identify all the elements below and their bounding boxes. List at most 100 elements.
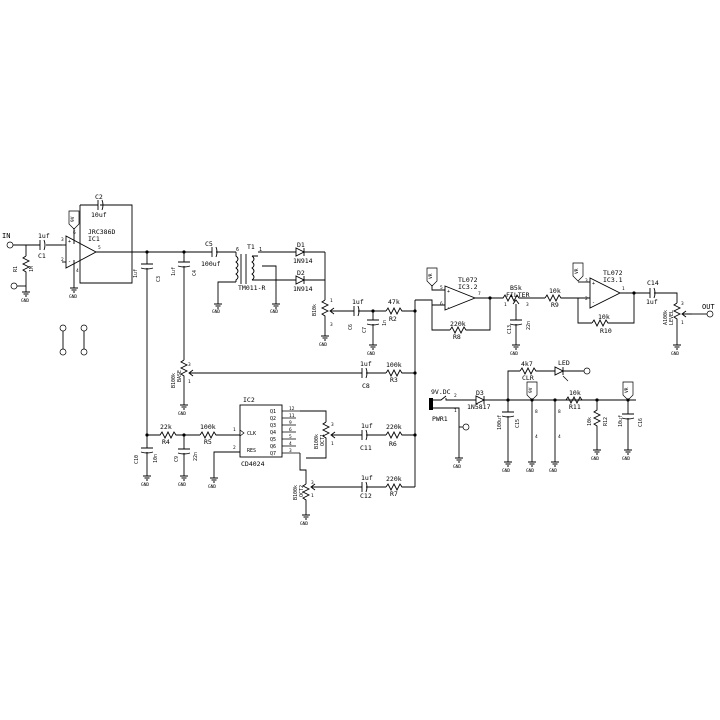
level-potentiometer[interactable]: A100k LEVEL 3 1 GND bbox=[663, 301, 692, 357]
svg-text:6: 6 bbox=[73, 230, 76, 236]
ground-t1-ct: GND bbox=[270, 303, 280, 315]
oct2-potentiometer[interactable]: B100k OCT2 3 1 GND bbox=[293, 480, 322, 527]
ground-ic2-supply: GND bbox=[549, 461, 559, 474]
ground-level: GND bbox=[671, 344, 681, 357]
power-tag-ic1: 9V bbox=[68, 210, 80, 230]
svg-text:GND: GND bbox=[141, 482, 149, 488]
svg-text:1N5817: 1N5817 bbox=[467, 403, 491, 411]
ic1-amplifier: + - 3 2 5 6 4 JRC386D IC1 GND 9V C2 10uf bbox=[61, 193, 200, 300]
svg-text:3: 3 bbox=[61, 237, 64, 243]
resistor-r8 bbox=[449, 297, 491, 335]
svg-text:IC3.1: IC3.1 bbox=[603, 276, 623, 284]
diode-d2: D2 1N914 bbox=[292, 269, 325, 293]
svg-text:R11: R11 bbox=[569, 403, 581, 411]
potentiometer-b10k[interactable]: B10k 1 3 GND bbox=[312, 298, 340, 348]
svg-text:GND: GND bbox=[212, 309, 220, 315]
svg-text:IC3.2: IC3.2 bbox=[458, 283, 478, 291]
svg-text:C10: C10 bbox=[134, 455, 140, 464]
svg-text:4: 4 bbox=[535, 434, 538, 440]
svg-text:7: 7 bbox=[478, 291, 481, 297]
svg-text:220k: 220k bbox=[450, 320, 466, 328]
svg-text:10k: 10k bbox=[549, 287, 561, 295]
svg-text:10n: 10n bbox=[153, 454, 159, 463]
svg-text:Q5: Q5 bbox=[270, 437, 276, 443]
svg-text:BASE: BASE bbox=[177, 370, 183, 382]
svg-text:D2: D2 bbox=[297, 269, 305, 277]
svg-text:22n: 22n bbox=[193, 452, 199, 461]
svg-text:GND: GND bbox=[300, 521, 308, 527]
svg-text:9V: 9V bbox=[528, 387, 534, 393]
svg-text:R8: R8 bbox=[453, 333, 461, 341]
svg-text:1: 1 bbox=[504, 302, 507, 308]
capacitor-c5: C5 100uf bbox=[200, 240, 236, 268]
resistor-r12: 10k R12 GND bbox=[587, 400, 609, 462]
ic2-counter: IC2 CD4024 CLK RES Q1 Q2 Q3 Q4 Q5 Q6 Q7 … bbox=[233, 396, 327, 484]
vr-tag-ic3-2: VR bbox=[426, 267, 438, 287]
svg-text:1N914: 1N914 bbox=[293, 257, 313, 265]
svg-text:+: + bbox=[592, 281, 595, 287]
svg-text:1n: 1n bbox=[382, 320, 388, 326]
svg-text:GND: GND bbox=[21, 298, 29, 304]
svg-text:C14: C14 bbox=[647, 279, 659, 287]
svg-text:3: 3 bbox=[585, 278, 588, 284]
svg-text:R4: R4 bbox=[162, 438, 170, 446]
svg-text:-: - bbox=[447, 305, 450, 311]
oct1-potentiometer[interactable]: B100k OCT1 3 1 bbox=[306, 421, 342, 459]
svg-text:1: 1 bbox=[681, 320, 684, 326]
svg-text:FILTER: FILTER bbox=[506, 291, 530, 299]
svg-text:C1: C1 bbox=[38, 252, 46, 260]
svg-text:5: 5 bbox=[289, 434, 292, 440]
capacitor-c10: C10 10n GND bbox=[134, 445, 159, 488]
svg-text:R1: R1 bbox=[13, 266, 19, 272]
svg-text:9V: 9V bbox=[70, 216, 76, 222]
svg-text:5: 5 bbox=[440, 285, 443, 291]
svg-text:C4: C4 bbox=[192, 270, 198, 276]
resistor-r10 bbox=[591, 292, 635, 328]
ground-power: GND bbox=[453, 457, 463, 470]
svg-text:2: 2 bbox=[585, 296, 588, 302]
input-jack[interactable] bbox=[6, 241, 14, 249]
power-jack[interactable]: 9V.DC PWR1 2 1 bbox=[429, 388, 457, 423]
ground-r1: GND bbox=[21, 284, 30, 304]
svg-text:GND: GND bbox=[178, 411, 186, 417]
input-stage: IN 1uf C1 R1 1M GND bbox=[2, 232, 62, 304]
svg-text:A100k: A100k bbox=[663, 310, 669, 325]
svg-text:GND: GND bbox=[591, 456, 599, 462]
svg-text:Q2: Q2 bbox=[270, 416, 276, 422]
svg-text:1uf: 1uf bbox=[38, 232, 50, 240]
svg-text:GND: GND bbox=[622, 456, 630, 462]
svg-text:C8: C8 bbox=[362, 382, 370, 390]
svg-text:C12: C12 bbox=[360, 492, 372, 500]
svg-text:220k: 220k bbox=[386, 423, 402, 431]
svg-text:Q7: Q7 bbox=[270, 451, 276, 457]
svg-text:VR: VR bbox=[624, 387, 630, 393]
resistor-r6: 220k R6 bbox=[385, 423, 415, 448]
filter-potentiometer[interactable]: B5k FILTER 1 3 bbox=[488, 284, 545, 316]
svg-text:+: + bbox=[447, 289, 450, 295]
ground-ic2-res: GND bbox=[208, 477, 218, 490]
svg-text:C5: C5 bbox=[205, 240, 213, 248]
svg-text:Q6: Q6 bbox=[270, 444, 276, 450]
svg-text:D3: D3 bbox=[476, 389, 484, 397]
svg-text:8: 8 bbox=[535, 409, 538, 415]
ground-c9: GND bbox=[178, 475, 188, 488]
output-jack[interactable] bbox=[706, 310, 714, 318]
svg-text:C2: C2 bbox=[95, 193, 103, 201]
resistor-r2: 47k R2 bbox=[385, 298, 415, 323]
vr-tag-ic3-1: VR bbox=[572, 262, 584, 282]
svg-text:1: 1 bbox=[331, 441, 334, 447]
svg-text:RES: RES bbox=[247, 448, 256, 454]
svg-text:3: 3 bbox=[188, 362, 191, 368]
svg-text:3: 3 bbox=[331, 422, 334, 428]
svg-text:9: 9 bbox=[289, 420, 292, 426]
resistor-r5: 100k R5 bbox=[182, 423, 240, 446]
svg-text:3: 3 bbox=[289, 448, 292, 454]
capacitor-c16: 10uf C16 GND bbox=[618, 400, 644, 462]
base-potentiometer[interactable]: B100k BASE 3 1 GND bbox=[171, 359, 200, 417]
svg-text:GND: GND bbox=[510, 351, 518, 357]
svg-text:VR: VR bbox=[574, 268, 580, 274]
opamp-ic3-2: + - 5 6 7 TL072 IC3.2 VR 220k R8 bbox=[415, 267, 491, 341]
svg-text:4: 4 bbox=[558, 434, 561, 440]
svg-text:C7: C7 bbox=[362, 327, 368, 333]
svg-text:OCT1: OCT1 bbox=[320, 434, 326, 446]
